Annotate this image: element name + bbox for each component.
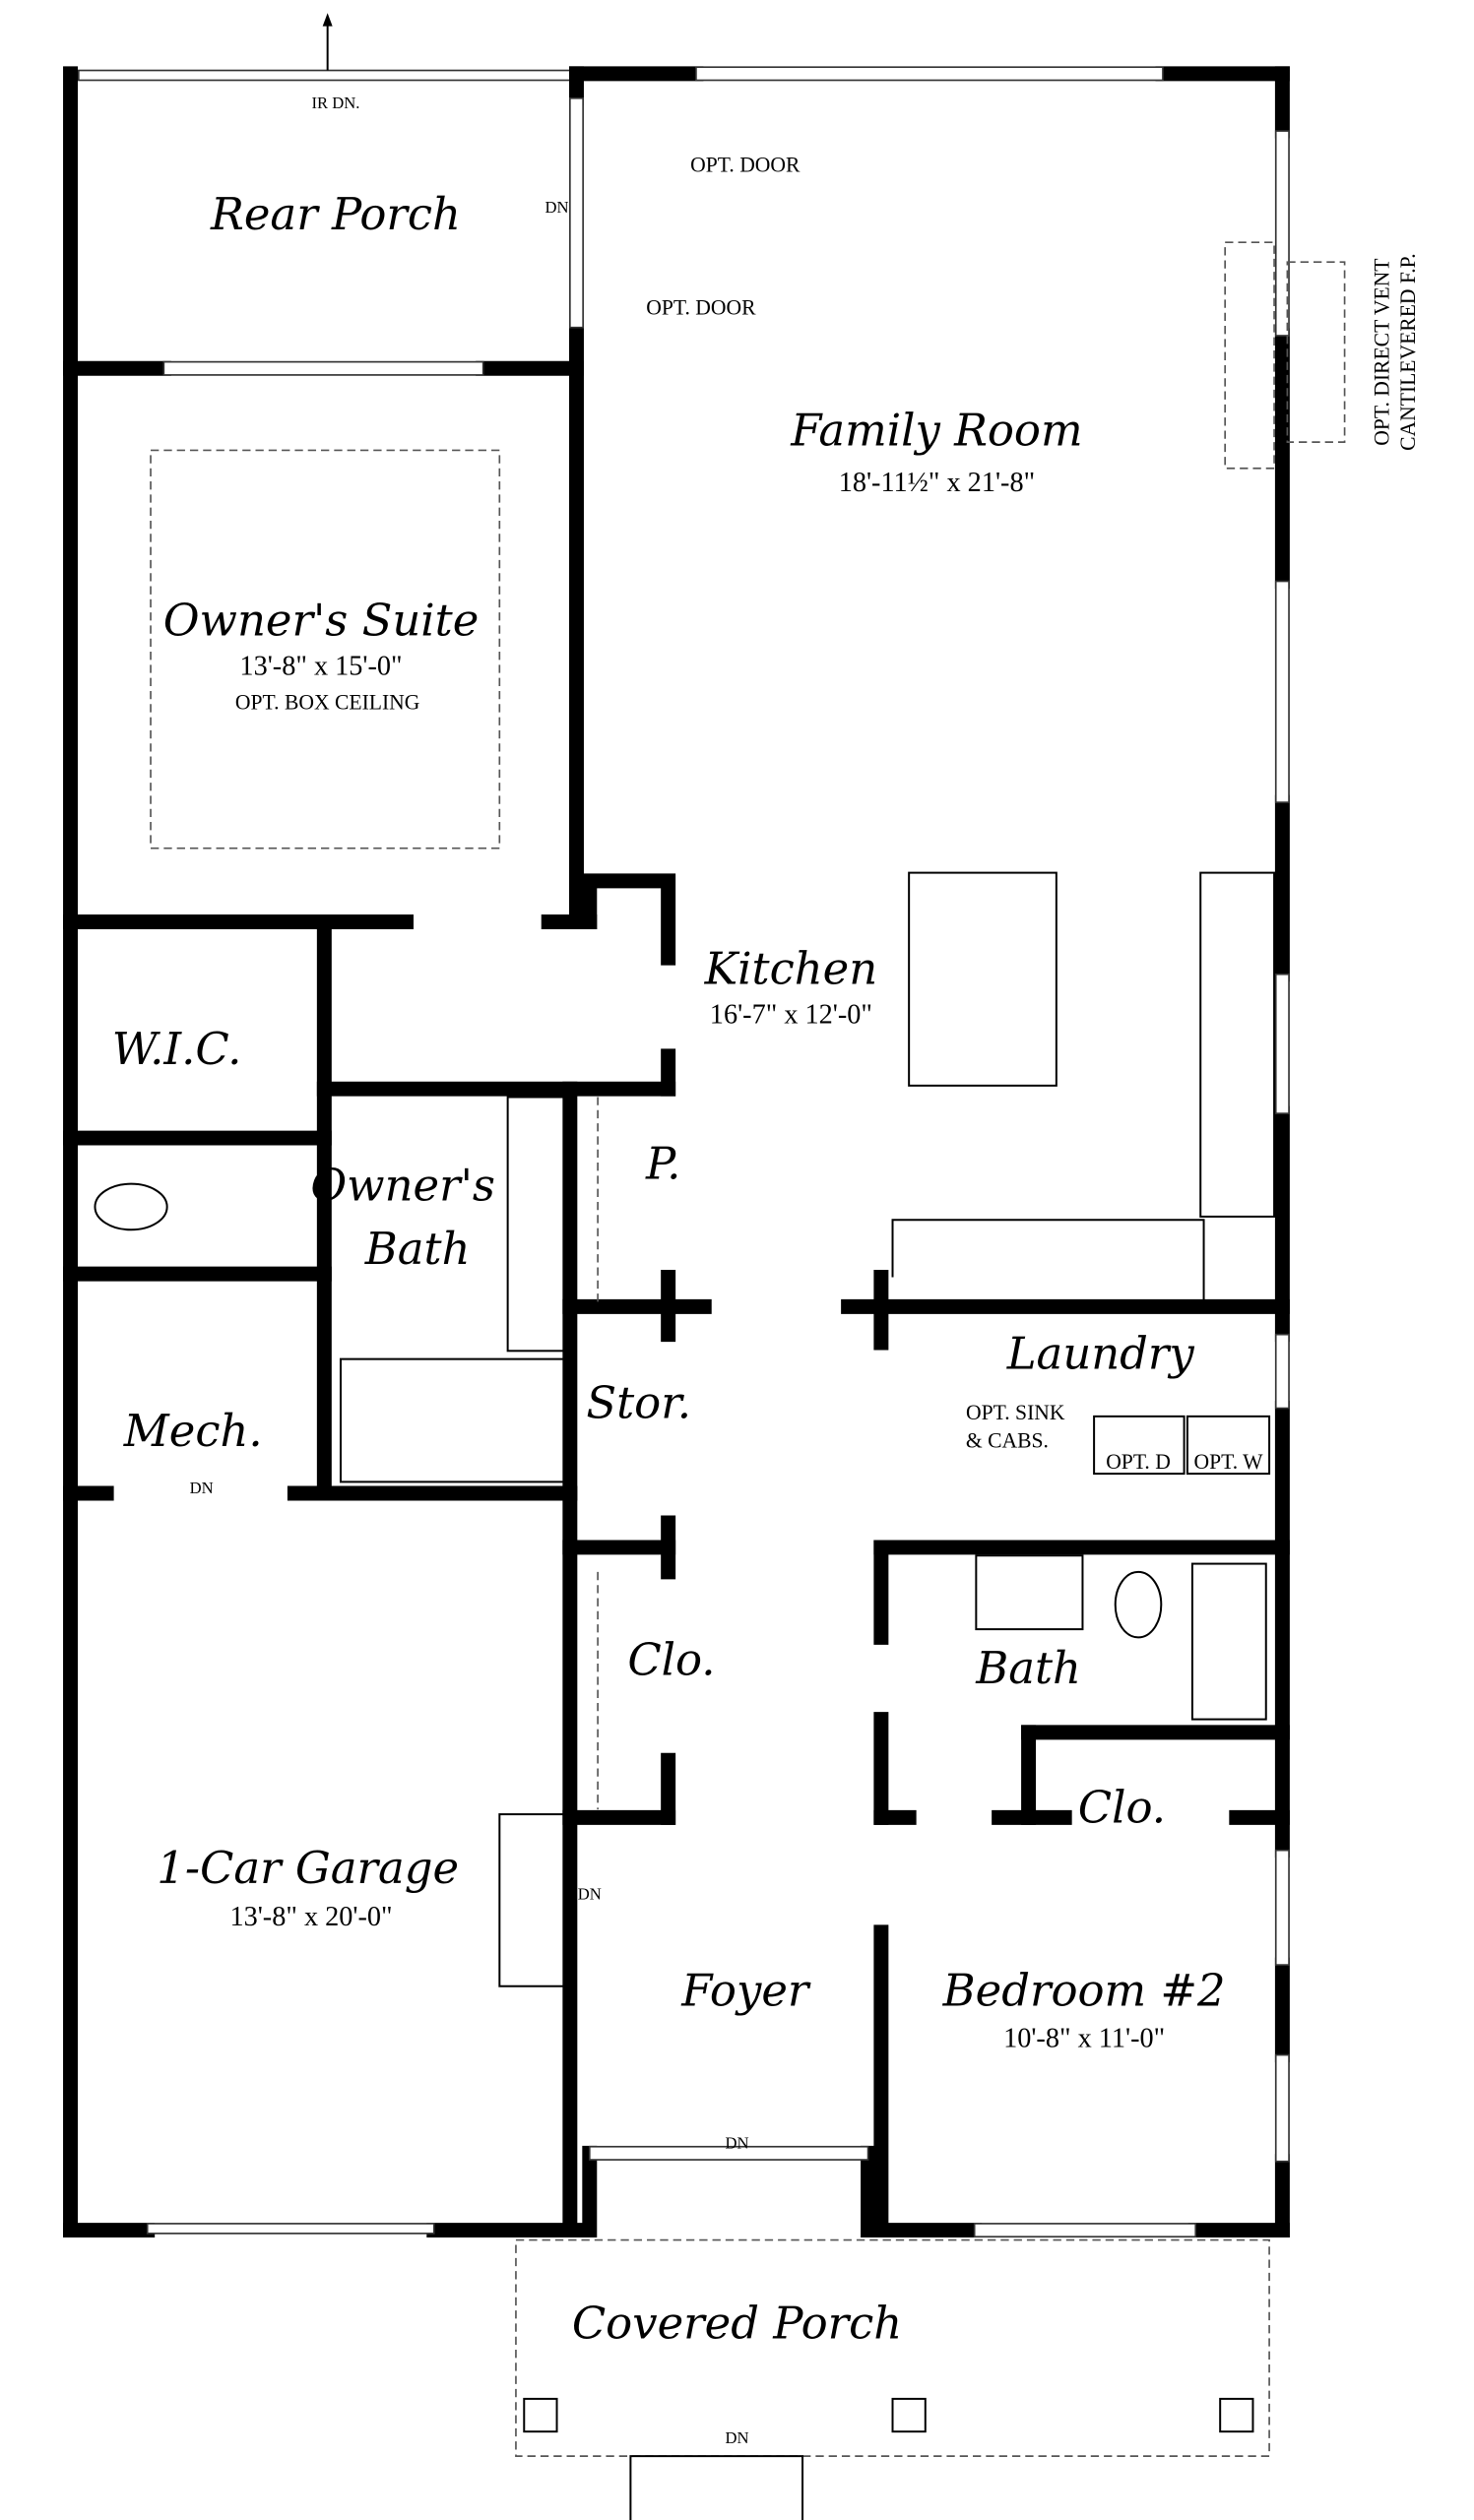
dryer-label: OPT. D [1106, 1450, 1171, 1474]
covered-porch-outline [515, 2238, 1270, 2520]
closet-label: Clo. [627, 1634, 715, 1686]
foyer-label: Foyer [680, 1965, 811, 2017]
owners-bath-label: Owner's [310, 1159, 495, 1211]
pantry-label: P. [645, 1138, 680, 1190]
dn-label: DN [190, 1479, 214, 1497]
rear-porch-railing [78, 13, 571, 82]
owners-suite-label: Owner's Suite [163, 594, 480, 646]
garage-size: 13'-8" x 20'-0" [229, 1902, 392, 1932]
family-room-size: 18'-11½" x 21'-8" [839, 468, 1035, 498]
owners-suite-note: OPT. BOX CEILING [235, 690, 419, 714]
dn-label: DN [725, 2428, 748, 2447]
wic-label: W.I.C. [112, 1023, 242, 1075]
garage-label: 1-Car Garage [157, 1842, 459, 1894]
laundry-label: Laundry [1006, 1328, 1195, 1380]
bedroom-2-size: 10'-8" x 11'-0" [1003, 2023, 1165, 2053]
washer-label: OPT. W [1193, 1450, 1263, 1474]
fireplace-note: OPT. DIRECT VENT [1371, 258, 1394, 445]
fixtures [94, 241, 1346, 1987]
storage-label: Stor. [586, 1377, 691, 1429]
fireplace-note: CANTILEVERED F.P. [1396, 253, 1420, 451]
bedroom-2-label: Bedroom #2 [942, 1965, 1226, 2017]
family-room-label: Family Room [790, 404, 1082, 456]
opt-door-label: OPT. DOOR [690, 154, 801, 177]
rear-dn-label: IR DN. [312, 94, 360, 112]
mech-label: Mech. [123, 1405, 263, 1457]
dn-label: DN [578, 1885, 602, 1904]
windows [146, 66, 1290, 2238]
owners-bath-label: Bath [364, 1223, 471, 1275]
owners-suite-size: 13'-8" x 15'-0" [239, 651, 402, 681]
rear-porch-label: Rear Porch [210, 188, 461, 240]
laundry-note: & CABS. [966, 1428, 1049, 1452]
closet-label: Clo. [1078, 1781, 1166, 1833]
covered-porch-label: Covered Porch [572, 2297, 902, 2349]
kitchen-label: Kitchen [704, 943, 878, 995]
dn-label: DN [725, 2133, 748, 2152]
dn-label: DN [545, 198, 569, 217]
opt-door-label: OPT. DOOR [646, 295, 756, 319]
bath-label: Bath [975, 1642, 1081, 1694]
laundry-note: OPT. SINK [966, 1401, 1065, 1424]
walls [63, 66, 1290, 2238]
kitchen-size: 16'-7" x 12'-0" [710, 1000, 872, 1031]
